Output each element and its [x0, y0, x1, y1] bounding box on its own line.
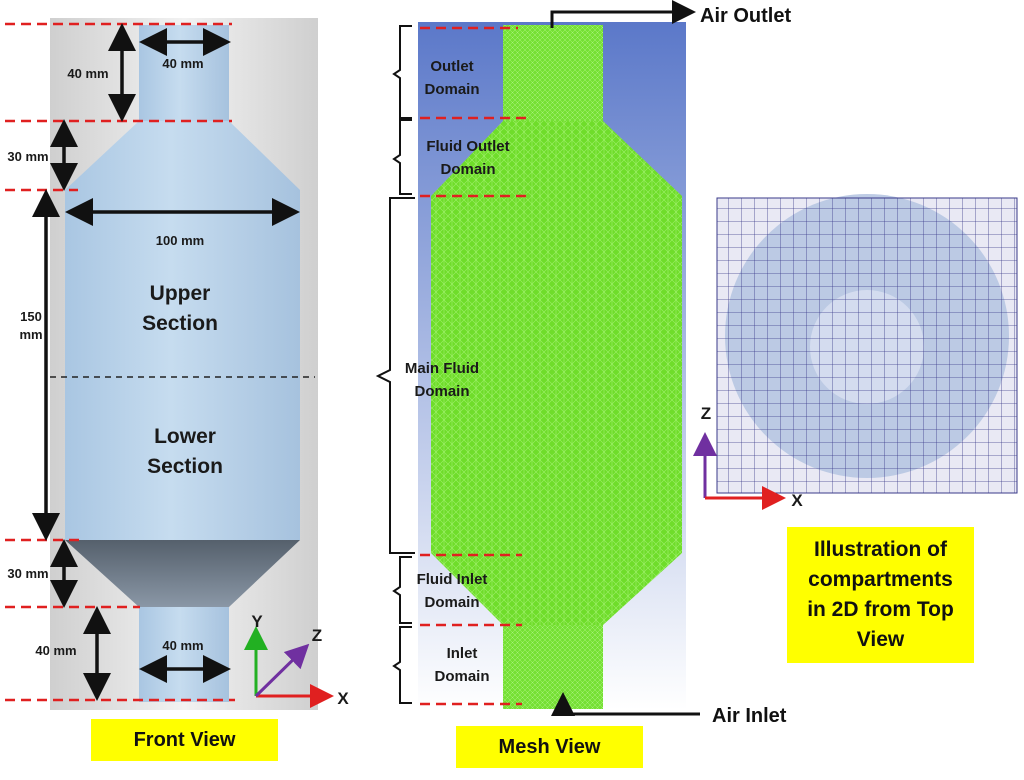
main-fluid-domain-label: Main Fluid Domain: [392, 357, 492, 403]
fluid-inlet-domain-line1: Fluid Inlet: [416, 571, 488, 588]
mesh-outlet: [503, 25, 603, 121]
fluid-outlet-domain-line1: Fluid Outlet: [426, 138, 510, 155]
top-view: [693, 194, 1018, 510]
body-width-label: 100 mm: [155, 233, 205, 248]
top-axis-z-label: Z: [700, 404, 712, 423]
brace-main-fluid-domain: [375, 197, 415, 554]
air-outlet-arrow: [550, 0, 696, 28]
outlet-tube: [139, 25, 229, 121]
upper-section-label: Upper Section: [110, 279, 250, 339]
top-view-caption-line4: View: [856, 628, 905, 651]
inlet-domain-label: Inlet Domain: [412, 642, 512, 688]
lower-section-label: Lower Section: [110, 422, 260, 482]
front-axes-triad: [244, 626, 334, 708]
outlet-height-label: 40 mm: [67, 66, 109, 81]
air-flow-arrows: [550, 0, 700, 716]
lower-section-line2: Section: [147, 455, 223, 478]
upper-section-line1: Upper: [149, 282, 211, 305]
brace-outlet-domain: [392, 25, 412, 119]
front-dimension-arrows: [32, 22, 300, 701]
front-axis-x-label: X: [337, 689, 349, 708]
top-axis-x-label: X: [791, 491, 803, 510]
inlet-height-label: 40 mm: [35, 643, 77, 658]
top-view-caption: Illustration of compartments in 2D from …: [787, 527, 974, 663]
outlet-domain-line2: Domain: [424, 81, 480, 98]
top-view-caption-line3: in 2D from Top: [807, 598, 954, 621]
mesh-level-lines: [420, 26, 530, 706]
main-fluid-domain-line1: Main Fluid: [404, 360, 480, 377]
air-inlet-label: Air Inlet: [712, 705, 787, 727]
inlet-width-label: 40 mm: [162, 638, 204, 653]
front-view: [5, 18, 334, 710]
cone-bottom-height-label: 30 mm: [7, 566, 49, 581]
lower-cone: [65, 540, 300, 607]
brace-inlet-domain: [392, 626, 412, 704]
fluid-inlet-domain-line2: Domain: [424, 594, 480, 611]
fluid-outlet-domain-label: Fluid Outlet Domain: [402, 135, 534, 181]
front-axis-z-label: Z: [311, 626, 323, 645]
cone-top-height-label: 30 mm: [7, 149, 49, 164]
mesh-lower-cone: [431, 553, 682, 625]
mesh-view-caption: Mesh View: [456, 726, 643, 768]
mesh-upper-cone: [431, 121, 682, 196]
inlet-domain-line2: Domain: [434, 668, 490, 685]
air-outlet-label: Air Outlet: [700, 5, 792, 27]
upper-section-line2: Section: [142, 312, 218, 335]
air-inlet-arrow: [551, 692, 700, 716]
front-axis-y-label: Y: [251, 612, 263, 631]
main-body: [65, 190, 300, 540]
domain-braces: [375, 25, 415, 704]
top-view-grid: [716, 197, 1018, 494]
mesh-inlet: [503, 625, 603, 709]
fluid-outlet-domain-line2: Domain: [440, 161, 496, 178]
brace-fluid-outlet-domain: [392, 119, 412, 195]
z-axis-arrow: [254, 643, 310, 698]
brace-fluid-inlet-domain: [392, 556, 412, 624]
inlet-domain-line1: Inlet: [446, 645, 478, 662]
outlet-width-label: 40 mm: [162, 56, 204, 71]
upper-cone: [65, 121, 300, 190]
top-axes-triad: [693, 432, 786, 510]
lower-section-line1: Lower: [154, 425, 216, 448]
outlet-domain-line1: Outlet: [430, 58, 474, 75]
main-fluid-domain-line2: Domain: [414, 383, 470, 400]
fluid-inlet-domain-label: Fluid Inlet Domain: [402, 568, 502, 614]
front-view-caption: Front View: [91, 719, 278, 761]
top-view-caption-line2: compartments: [808, 568, 953, 591]
inlet-tube: [139, 607, 229, 702]
outlet-domain-label: Outlet Domain: [402, 55, 502, 101]
top-view-caption-line1: Illustration of: [814, 538, 947, 561]
mesh-view: [375, 0, 700, 716]
mesh-body: [431, 196, 682, 553]
body-height-label-line1: 150: [20, 309, 42, 324]
body-height-label-line2: mm: [19, 327, 43, 342]
